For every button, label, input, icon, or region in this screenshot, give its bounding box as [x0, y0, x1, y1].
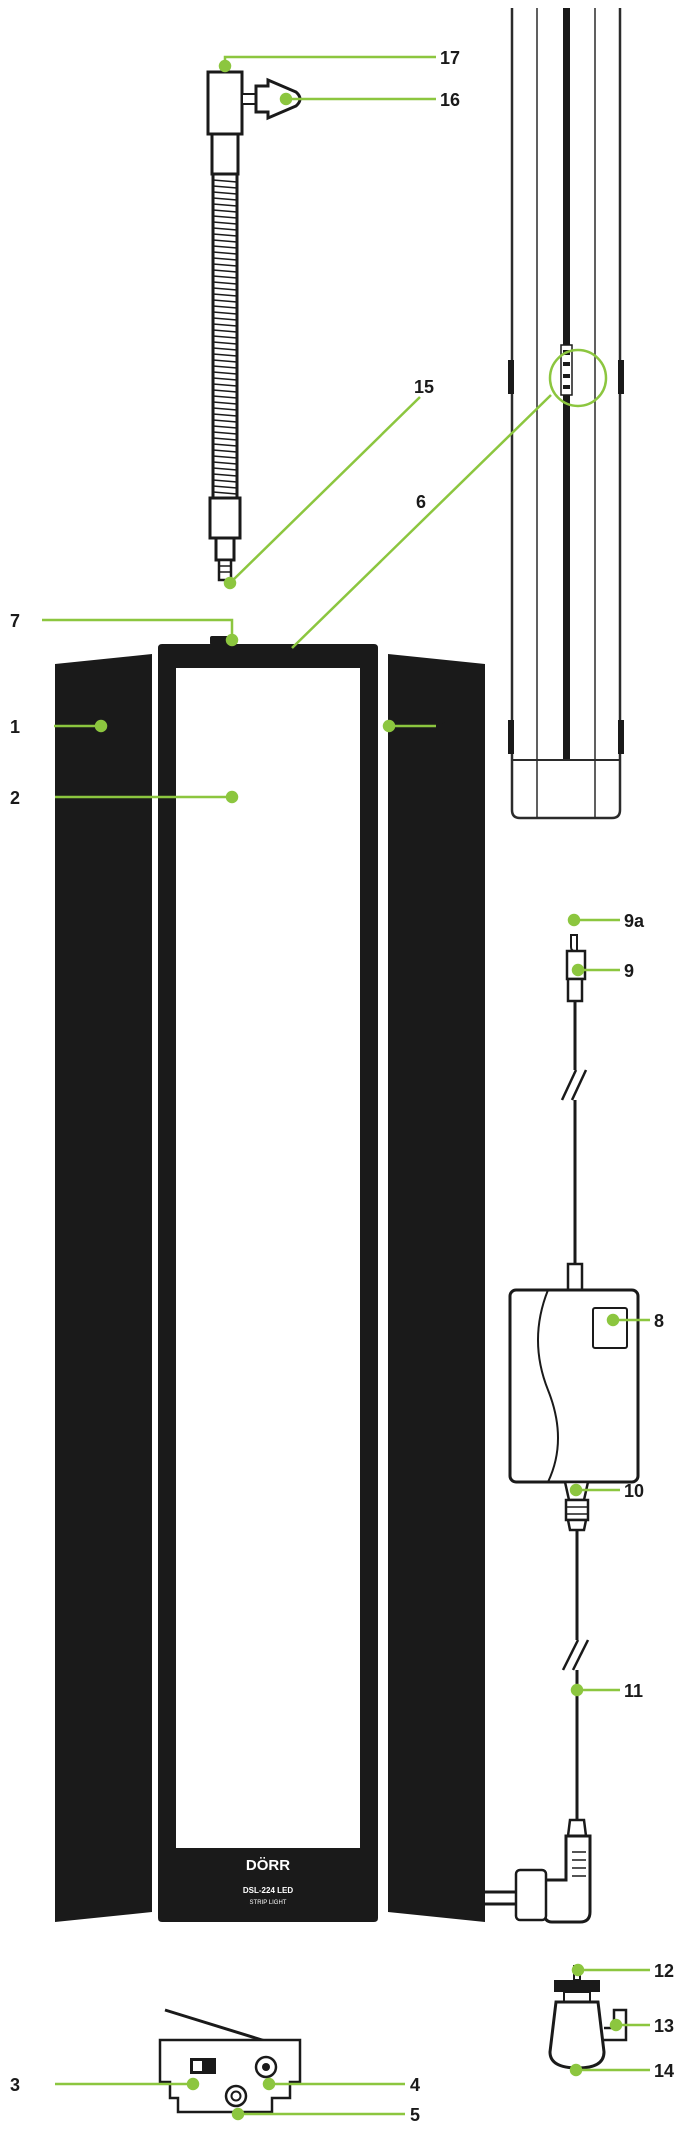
light-rear-view — [508, 8, 624, 820]
subtitle-text: STRIP LIGHT — [250, 1900, 287, 1906]
callout-6: 6 — [416, 492, 426, 512]
brand-logo-text: DÖRR — [246, 1857, 290, 1874]
callout-11: 11 — [624, 1681, 643, 1701]
callout-1-left: 1 — [10, 717, 20, 737]
ball-head — [548, 1965, 628, 2070]
callout-7: 7 — [10, 611, 20, 631]
control-panel — [158, 2008, 302, 2114]
model-text: DSL-224 LED — [243, 1886, 293, 1895]
callout-5: 5 — [410, 2105, 420, 2125]
callout-15: 15 — [414, 377, 434, 397]
callout-2: 2 — [10, 788, 20, 808]
callout-14: 14 — [654, 2061, 674, 2081]
callout-1-right: 1 — [441, 717, 451, 737]
callout-10: 10 — [624, 1481, 644, 1501]
callout-9: 9 — [624, 961, 634, 981]
power-adapter — [466, 934, 640, 1924]
callout-4: 4 — [410, 2075, 420, 2095]
callout-13: 13 — [654, 2016, 674, 2036]
callout-17: 17 — [440, 48, 460, 68]
callout-16: 16 — [440, 90, 460, 110]
callout-8: 8 — [654, 1311, 664, 1331]
callout-9a: 9a — [624, 911, 645, 931]
callout-leaders — [42, 55, 650, 2121]
callout-labels: 17 16 15 6 7 1 1 2 9a 9 8 10 11 12 13 14… — [10, 48, 674, 2125]
callout-3: 3 — [10, 2075, 20, 2095]
gooseneck-arm — [206, 70, 302, 582]
callout-12: 12 — [654, 1961, 674, 1981]
product-label: DÖRR DSL-224 LED STRIP LIGHT — [243, 1857, 293, 1906]
light-front-view — [55, 636, 485, 1922]
